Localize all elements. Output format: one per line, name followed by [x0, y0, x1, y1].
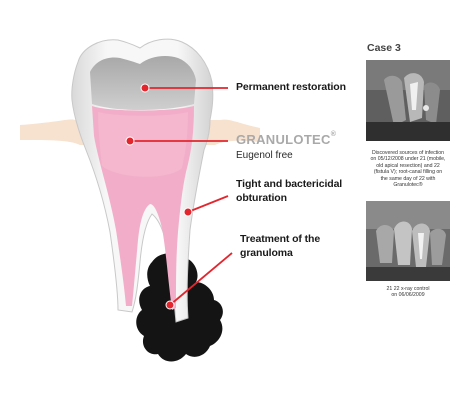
- brand-mark: ®: [330, 131, 337, 138]
- xray-before-drawing: [366, 60, 450, 141]
- pulp-highlight: [98, 112, 188, 177]
- brand-name: GRANULOTEC: [236, 132, 331, 147]
- xray-image-before: [366, 60, 450, 141]
- caption1-line: (fistula V); root-canal filling on: [373, 169, 443, 176]
- label-obturation-line2: obturation: [236, 192, 287, 204]
- label-eugenol-free: Eugenol free: [236, 150, 293, 161]
- case-title: Case 3: [367, 42, 401, 54]
- caption1-line: Granulotec®: [393, 182, 423, 189]
- caption2-line: on 06/06/2009: [391, 292, 425, 299]
- caption1-line: old apical resection) and 22: [376, 162, 440, 169]
- label-permanent-restoration: Permanent restoration: [236, 81, 346, 93]
- xray-image-after: [366, 201, 450, 281]
- label-granulotec: GRANULOTEC®: [236, 131, 337, 147]
- label-granuloma-line1: Treatment of the: [240, 233, 321, 245]
- restoration-area: [90, 56, 196, 110]
- caption1-line: the same day of 22 with: [380, 175, 436, 182]
- pointer-dots: [125, 83, 193, 310]
- pointer-lines: [130, 87, 233, 306]
- caption-case-before: Discovered sources of infection on 05/12…: [362, 150, 454, 188]
- xray-after-drawing: [366, 201, 450, 281]
- caption-case-after: 21 22 x-ray control on 06/06/2009: [362, 286, 454, 299]
- caption2-line: 21 22 x-ray control: [386, 286, 430, 292]
- caption1-line: Discovered sources of infection: [371, 150, 445, 156]
- caption1-line: on 05/12/2008 under 21 (mobile,: [370, 156, 446, 163]
- label-obturation-line1: Tight and bactericidal: [236, 178, 343, 190]
- label-granuloma-line2: granuloma: [240, 247, 293, 259]
